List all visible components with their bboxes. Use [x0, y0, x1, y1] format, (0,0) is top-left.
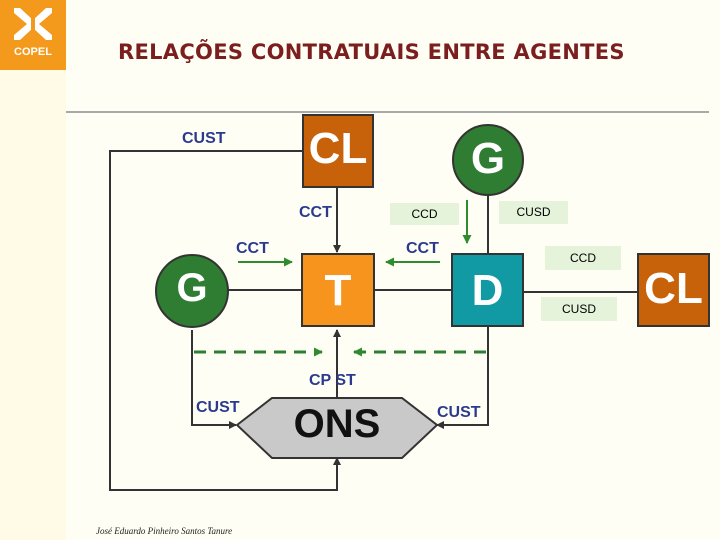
node-cl-top [302, 114, 374, 188]
label-cust-left: CUST [196, 399, 240, 416]
label-cust-right: CUST [437, 404, 481, 421]
node-d-label: D [471, 266, 504, 315]
label-cpst: CP ST [309, 372, 356, 389]
logo-text: COPEL [14, 46, 52, 58]
label-cust-top: CUST [182, 130, 226, 147]
node-ons [235, 397, 439, 459]
g-to-ons-line [191, 330, 237, 429]
page-title: RELAÇÕES CONTRATUAIS ENTRE AGENTES [118, 40, 625, 64]
badge-ccd-top: CCD [390, 203, 459, 225]
d-to-ons-line [436, 326, 489, 429]
title-divider [66, 111, 709, 113]
node-g-top-label: G [470, 134, 506, 183]
label-cct-left: CCT [236, 240, 269, 257]
label-cct-vertical: CCT [299, 204, 332, 221]
badge-cusd-right: CUSD [541, 297, 617, 321]
node-d [451, 253, 524, 327]
node-ons-label: ONS [293, 402, 381, 446]
badge-ccd-right: CCD [545, 246, 621, 270]
node-g-left [155, 254, 229, 328]
logo: COPEL [0, 0, 66, 70]
copel-logo-icon [14, 6, 52, 42]
left-band [0, 0, 66, 540]
badge-cusd-top: CUSD [499, 201, 568, 224]
node-cl-right [637, 253, 710, 327]
label-cct-right: CCT [406, 240, 439, 257]
node-cl-top-label: CL [308, 124, 368, 173]
node-cl-right-label: CL [644, 264, 703, 313]
node-g-left-label: G [176, 266, 208, 310]
node-t [301, 253, 375, 327]
node-g-top [452, 124, 524, 196]
node-t-label: T [324, 266, 352, 315]
footer-author: José Eduardo Pinheiro Santos Tanure [96, 526, 233, 536]
cust-loop-line [109, 150, 341, 491]
